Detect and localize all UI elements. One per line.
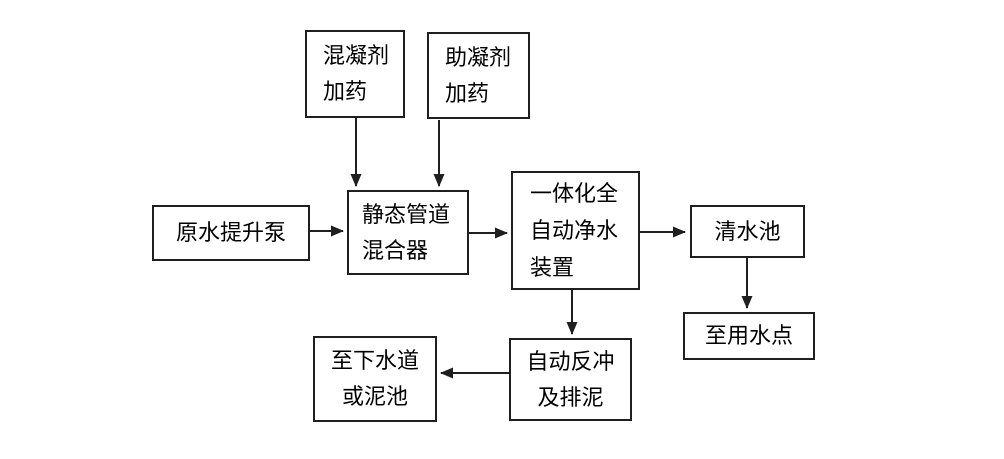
node-coagulant-aid-dosing: 助凝剂 加药 [427,32,530,119]
node-integrated-purifier: 一体化全 自动净水 装置 [511,171,640,290]
node-raw-water-pump: 原水提升泵 [152,205,310,261]
node-clean-water-tank: 清水池 [690,205,805,258]
node-coagulant-dosing: 混凝剂 加药 [305,30,405,118]
node-auto-backwash: 自动反冲 及排泥 [509,338,632,421]
node-sewer-or-sludge: 至下水道 或泥池 [313,336,437,422]
node-static-pipe-mixer: 静态管道 混合器 [347,190,469,275]
node-water-use-point: 至用水点 [683,312,815,360]
